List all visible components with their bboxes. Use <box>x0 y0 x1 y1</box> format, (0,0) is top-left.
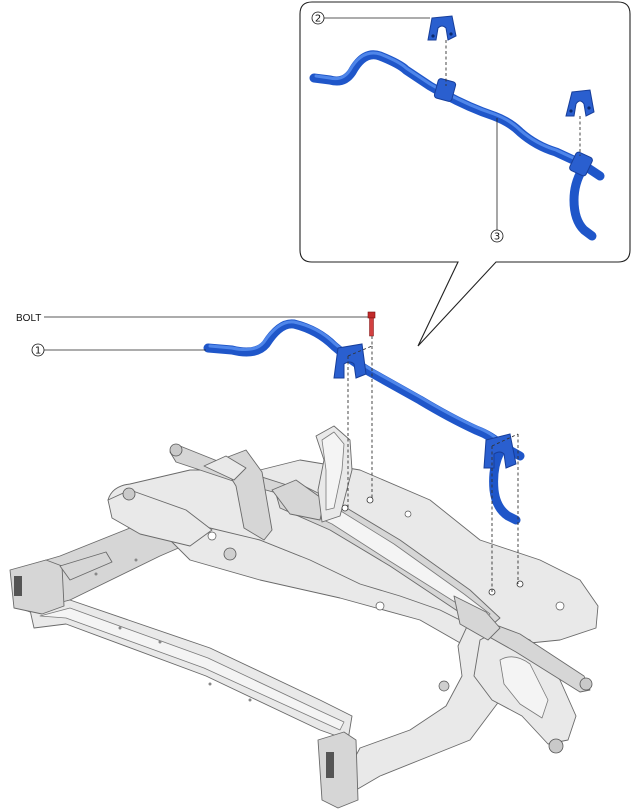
stabilizer-bushing-left <box>333 343 367 379</box>
subframe-bracket-right <box>317 731 359 809</box>
inset-balloon <box>299 1 631 347</box>
inset-bushing-clamp-right <box>565 89 595 117</box>
inset-detail-view: 2 3 <box>299 1 631 347</box>
inset-bushing-left <box>433 78 457 102</box>
callout-1-number: 1 <box>35 346 41 357</box>
bolt <box>367 311 376 337</box>
inset-bushing-right <box>569 151 593 177</box>
callout-3: 3 <box>490 118 504 243</box>
callout-2: 2 <box>311 11 430 25</box>
alignment-lines <box>347 336 519 592</box>
callout-2-number: 2 <box>315 14 321 25</box>
inset-bushing-clamp-top <box>427 15 457 41</box>
inset-stabilizer-bar <box>309 50 605 241</box>
callout-3-number: 3 <box>494 232 500 243</box>
subframe-bracket-left <box>9 559 65 615</box>
lower-control-arm-left <box>107 489 213 547</box>
front-subframe <box>9 425 599 809</box>
bolt-label-text: BOLT <box>16 313 41 324</box>
callout-1: 1 <box>31 343 206 357</box>
bolt-label: BOLT <box>16 313 368 324</box>
